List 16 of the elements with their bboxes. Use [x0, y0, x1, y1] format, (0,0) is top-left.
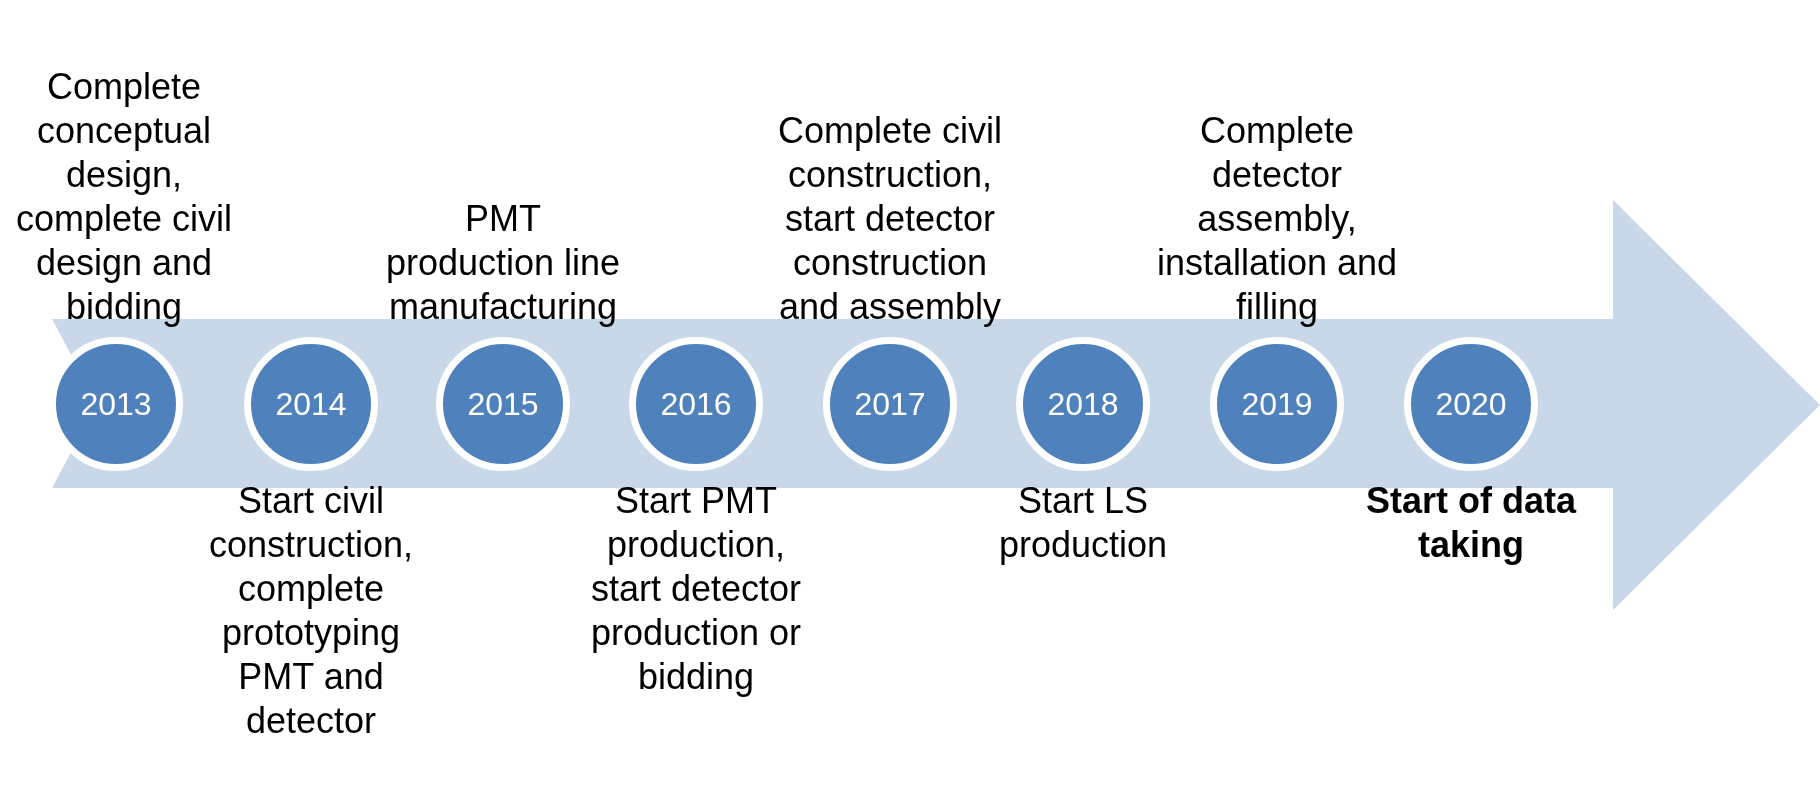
year-label: 2017: [854, 385, 926, 423]
year-label: 2019: [1241, 385, 1313, 423]
milestone-text: Start civil construction, complete prototyping PMT and detector: [207, 479, 415, 743]
year-label: 2014: [275, 385, 347, 423]
year-label: 2015: [467, 385, 539, 423]
milestone-text: Start PMT production, start detector production or bidding: [589, 479, 803, 699]
milestone-text: Complete civil construction, start detector construction and assembly: [776, 109, 1004, 329]
milestone-text: Complete conceptual design, complete civil design and bidding: [14, 65, 234, 329]
year-label: 2016: [660, 385, 732, 423]
milestone-text: PMT production line manufacturing: [384, 197, 622, 329]
milestone-text: Start LS production: [997, 479, 1169, 567]
year-label: 2020: [1435, 385, 1507, 423]
year-label: 2013: [80, 385, 152, 423]
year-label: 2018: [1047, 385, 1119, 423]
milestone-text: Start of data taking: [1365, 479, 1578, 567]
milestone-text: Complete detector assembly, installation and filling: [1155, 109, 1399, 329]
